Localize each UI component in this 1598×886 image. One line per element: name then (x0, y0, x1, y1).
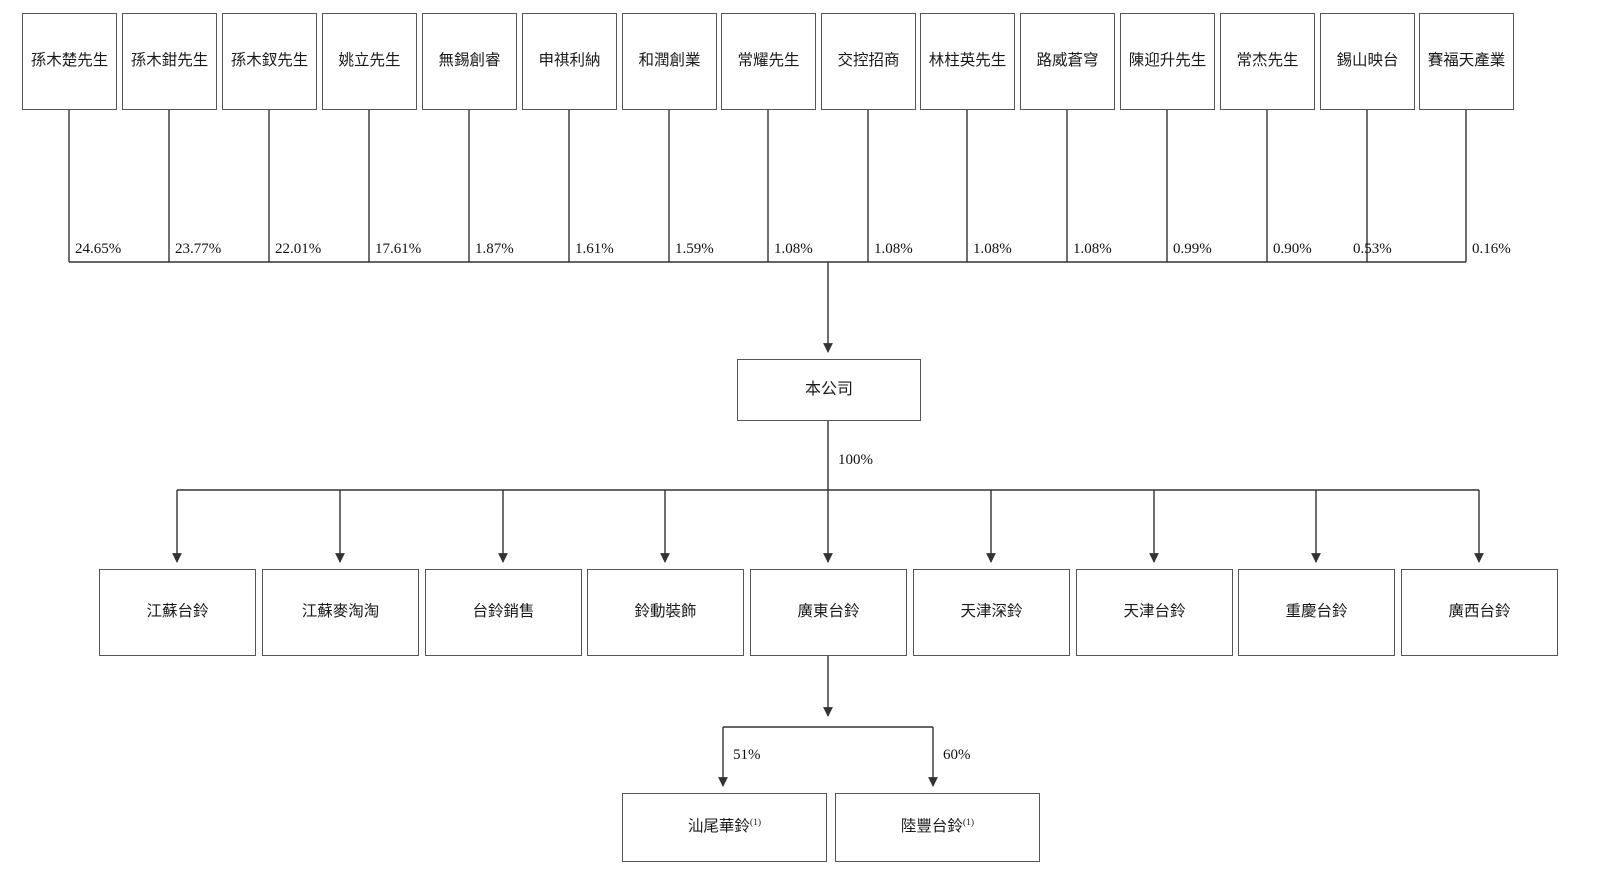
company-to-subsidiaries-pct: 100% (838, 452, 873, 468)
leaf-pct-1: 51% (733, 747, 761, 763)
shareholder-label: 和潤創業 (638, 52, 701, 70)
subsidiary-box-9[interactable]: 廣西台鈴 (1401, 569, 1558, 656)
shareholder-box-12[interactable]: 陳迎升先生 (1120, 13, 1215, 110)
subsidiary-label: 天津深鈴 (960, 603, 1023, 621)
subsidiary-label: 江蘇台鈴 (146, 603, 209, 621)
ownership-pct-1: 24.65% (75, 241, 122, 257)
shareholder-box-4[interactable]: 姚立先生 (322, 13, 417, 110)
leaf-label: 汕尾華鈴(1) (688, 818, 761, 837)
shareholder-label: 陳迎升先生 (1128, 52, 1207, 70)
shareholder-label: 申祺利納 (538, 52, 601, 70)
ownership-pct-2: 23.77% (175, 241, 222, 257)
ownership-pct-7: 1.59% (675, 241, 714, 257)
leaf-label-text: 汕尾華鈴 (687, 818, 750, 836)
ownership-pct-8: 1.08% (774, 241, 813, 257)
subsidiary-label: 天津台鈴 (1123, 603, 1186, 621)
leaf-label-text: 陸豐台鈴 (900, 818, 963, 836)
subsidiary-label: 廣東台鈴 (797, 603, 860, 621)
shareholder-box-7[interactable]: 和潤創業 (622, 13, 717, 110)
leaf-box-1[interactable]: 汕尾華鈴(1) (622, 793, 827, 862)
shareholder-label: 無錫創睿 (438, 52, 501, 70)
subsidiary-box-3[interactable]: 台鈴銷售 (425, 569, 582, 656)
shareholder-box-2[interactable]: 孫木鉗先生 (122, 13, 217, 110)
ownership-pct-6: 1.61% (575, 241, 614, 257)
shareholder-label: 交控招商 (837, 52, 900, 70)
shareholder-label: 常耀先生 (737, 52, 800, 70)
ownership-pct-5: 1.87% (475, 241, 514, 257)
subsidiary-label: 鈴動裝飾 (634, 603, 697, 621)
shareholder-box-11[interactable]: 路威蒼穹 (1020, 13, 1115, 110)
shareholder-label: 路威蒼穹 (1036, 52, 1099, 70)
leaf-footnote-marker: (1) (962, 817, 975, 829)
company-box[interactable]: 本公司 (737, 359, 921, 421)
shareholder-box-3[interactable]: 孫木釵先生 (222, 13, 317, 110)
shareholder-label: 孫木鉗先生 (130, 52, 209, 70)
ownership-pct-12: 0.99% (1173, 241, 1212, 257)
subsidiary-label: 重慶台鈴 (1285, 603, 1348, 621)
shareholder-box-1[interactable]: 孫木楚先生 (22, 13, 117, 110)
shareholder-label: 林柱英先生 (928, 52, 1007, 70)
leaf-box-2[interactable]: 陸豐台鈴(1) (835, 793, 1040, 862)
subsidiary-label: 江蘇麥淘淘 (301, 603, 380, 621)
ownership-pct-11: 1.08% (1073, 241, 1112, 257)
leaf-label: 陸豐台鈴(1) (901, 818, 974, 837)
shareholder-label: 孫木楚先生 (30, 52, 109, 70)
ownership-pct-13: 0.90% (1273, 241, 1312, 257)
ownership-pct-14: 0.53% (1353, 241, 1392, 257)
shareholder-label: 常杰先生 (1236, 52, 1299, 70)
shareholder-label: 姚立先生 (338, 52, 401, 70)
leaf-pct-2: 60% (943, 747, 971, 763)
subsidiary-box-2[interactable]: 江蘇麥淘淘 (262, 569, 419, 656)
shareholder-box-15[interactable]: 賽福天產業 (1419, 13, 1514, 110)
shareholder-box-9[interactable]: 交控招商 (821, 13, 916, 110)
subsidiary-box-8[interactable]: 重慶台鈴 (1238, 569, 1395, 656)
shareholder-box-13[interactable]: 常杰先生 (1220, 13, 1315, 110)
subsidiary-box-1[interactable]: 江蘇台鈴 (99, 569, 256, 656)
company-label: 本公司 (804, 381, 853, 399)
shareholder-label: 賽福天產業 (1427, 52, 1506, 70)
leaf-footnote-marker: (1) (749, 817, 762, 829)
subsidiary-box-6[interactable]: 天津深鈴 (913, 569, 1070, 656)
subsidiary-box-4[interactable]: 鈴動裝飾 (587, 569, 744, 656)
ownership-pct-4: 17.61% (375, 241, 422, 257)
ownership-pct-9: 1.08% (874, 241, 913, 257)
subsidiary-label: 廣西台鈴 (1448, 603, 1511, 621)
ownership-pct-15: 0.16% (1472, 241, 1511, 257)
shareholder-box-14[interactable]: 錫山映台 (1320, 13, 1415, 110)
subsidiary-box-7[interactable]: 天津台鈴 (1076, 569, 1233, 656)
subsidiary-label: 台鈴銷售 (472, 603, 535, 621)
shareholder-label: 錫山映台 (1336, 52, 1399, 70)
shareholder-box-6[interactable]: 申祺利納 (522, 13, 617, 110)
shareholder-label: 孫木釵先生 (230, 52, 309, 70)
shareholder-box-10[interactable]: 林柱英先生 (920, 13, 1015, 110)
ownership-pct-3: 22.01% (275, 241, 322, 257)
shareholder-box-8[interactable]: 常耀先生 (721, 13, 816, 110)
shareholder-box-5[interactable]: 無錫創睿 (422, 13, 517, 110)
subsidiary-box-5[interactable]: 廣東台鈴 (750, 569, 907, 656)
ownership-pct-10: 1.08% (973, 241, 1012, 257)
